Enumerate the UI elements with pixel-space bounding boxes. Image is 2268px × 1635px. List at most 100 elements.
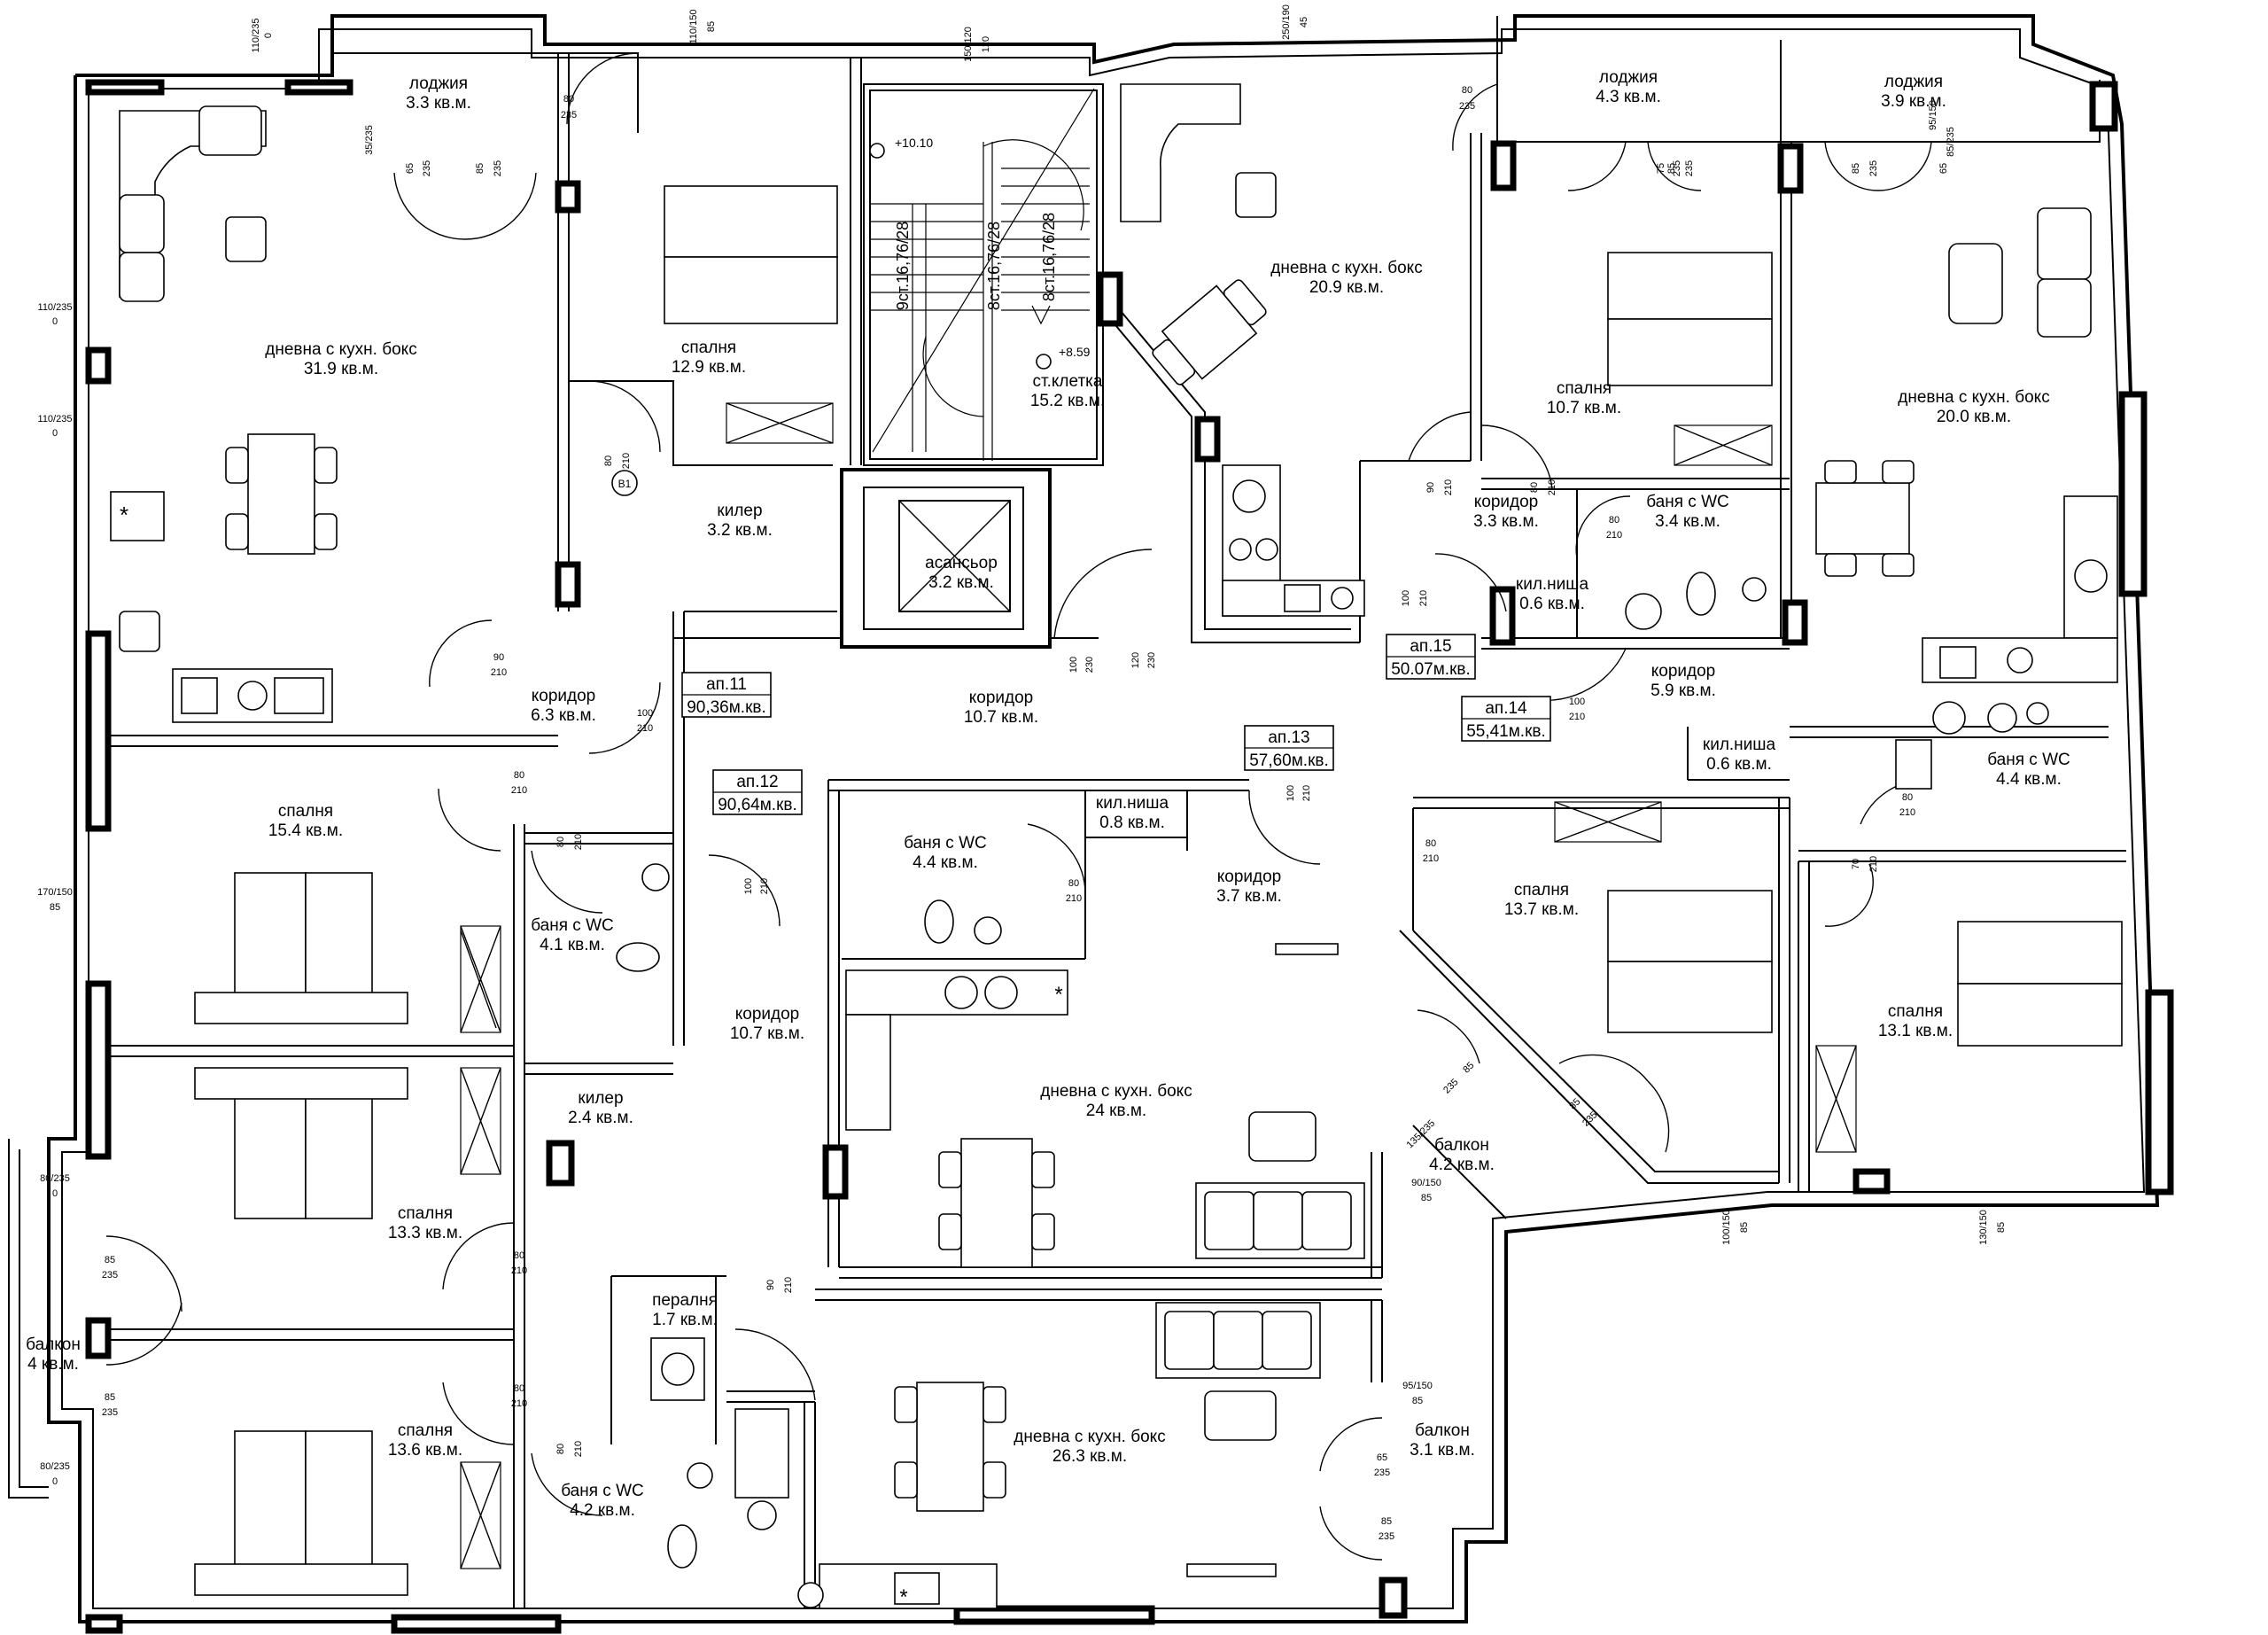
room-area: 10.7 кв.м. xyxy=(730,1024,804,1043)
room-area: 3.7 кв.м. xyxy=(1216,887,1282,906)
dimension-text: 65 xyxy=(405,163,416,174)
dimension-text: 80 xyxy=(1609,515,1619,526)
dimension-text: 210 xyxy=(759,878,770,894)
dimension-text: 80 xyxy=(514,1250,524,1261)
dimension-text: 110/235 xyxy=(38,414,73,424)
room-area: 3.9 кв.м. xyxy=(1881,92,1946,111)
room-name: спалня xyxy=(1557,379,1612,398)
room-name: коридор xyxy=(969,689,1034,707)
room-label: баня с WC4.1 кв.м. xyxy=(531,916,614,954)
dimension-text: 210 xyxy=(1569,712,1585,722)
dimension-text: 235 xyxy=(1379,1531,1394,1542)
room-name: балкон xyxy=(26,1335,81,1354)
room-area: 31.9 кв.м. xyxy=(304,360,378,378)
furniture: * xyxy=(110,83,2123,1609)
room-name: дневна с кухн. бокс xyxy=(265,340,416,359)
room-area: 15.4 кв.м. xyxy=(268,821,343,840)
room-name: ст.клетка xyxy=(1033,372,1103,391)
room-area: 4.2 кв.м. xyxy=(570,1501,635,1520)
level-mark: +10.10 xyxy=(895,136,933,150)
room-area: 13.6 кв.м. xyxy=(388,1441,462,1460)
dimension-text: 80 xyxy=(1068,878,1079,889)
dimension-text: 80 xyxy=(555,837,566,847)
room-area: 3.1 кв.м. xyxy=(1410,1441,1475,1460)
dimension-text: 90 xyxy=(493,652,504,663)
room-area: 15.2 кв.м. xyxy=(1030,392,1105,410)
dimension-text: 235 xyxy=(1459,101,1475,112)
room-name: коридор xyxy=(1651,662,1716,681)
room-name: килер xyxy=(578,1089,623,1108)
dimension-text: 230 xyxy=(1084,657,1095,673)
dimension-text: 85 xyxy=(1666,163,1677,174)
room-area: 3.3 кв.м. xyxy=(406,94,471,113)
apartment-labels: ап.1190,36м.кв.ап.1290,64м.кв.ап.1357,60… xyxy=(681,634,1551,815)
room-area: 3.3 кв.м. xyxy=(1473,512,1539,531)
dimension-text: 85 xyxy=(475,163,485,174)
apartment-area: 55,41м.кв. xyxy=(1466,722,1546,741)
dimension-text: 100 xyxy=(1569,697,1585,707)
dimension-text: 110/150 xyxy=(688,10,699,44)
dimension-text: 235 xyxy=(422,160,432,176)
dimension-text: 235 xyxy=(102,1270,118,1281)
dimension-text: 75 xyxy=(1656,163,1666,174)
dimension-text: 210 xyxy=(637,723,653,734)
room-name: лоджия xyxy=(1599,68,1658,87)
dimension-text: 210 xyxy=(1418,590,1429,606)
dimension-text: 235 xyxy=(1868,160,1879,176)
dimension-text: 100 xyxy=(743,878,754,894)
stair-steps xyxy=(870,88,1095,461)
dimension-text: 100/150 xyxy=(1721,1210,1732,1245)
apartment-name: ап.13 xyxy=(1268,728,1309,747)
dimension-text: 120 xyxy=(981,36,991,52)
dimension-text: 235 xyxy=(1672,160,1682,176)
room-area: 2.4 кв.м. xyxy=(568,1109,633,1127)
dimension-text: 210 xyxy=(511,1398,527,1409)
stair-label: 8ст.16,76/28 xyxy=(1040,213,1058,301)
room-name: лоджия xyxy=(1884,73,1943,91)
dimension-text: 0 xyxy=(263,33,274,38)
dimension-text: 210 xyxy=(1301,785,1312,801)
stair-label: 9ст.16,76/28 xyxy=(894,222,912,310)
apartment-area: 90,64м.кв. xyxy=(718,796,797,814)
room-area: 4 кв.м. xyxy=(27,1355,79,1374)
dimension-text: 235 xyxy=(493,160,503,176)
dimension-text: 210 xyxy=(1899,807,1915,818)
room-name: коридор xyxy=(735,1005,800,1024)
room-area: 4.4 кв.м. xyxy=(1996,770,2062,789)
dimension-text: 85/235 xyxy=(1946,127,1956,157)
dimension-text: 230 xyxy=(1146,652,1157,668)
dimension-text: 210 xyxy=(491,667,507,678)
dimension-text: 80 xyxy=(514,1383,524,1394)
room-area: 24 кв.м. xyxy=(1086,1102,1146,1120)
dimension-text: 85 xyxy=(1739,1222,1750,1233)
dimension-text: 85 xyxy=(1996,1222,2007,1233)
room-name: балкон xyxy=(1415,1421,1470,1440)
dimension-text: 150/120 xyxy=(963,27,974,62)
dimension-text: 90 xyxy=(765,1280,776,1290)
room-name: баня с WC xyxy=(1646,493,1729,511)
room-area: 3.2 кв.м. xyxy=(928,573,994,592)
dimension-text: 95/150 xyxy=(1928,100,1938,130)
room-area: 13.3 кв.м. xyxy=(388,1224,462,1242)
room-name: спалня xyxy=(278,802,333,821)
dimension-text: 210 xyxy=(1443,479,1454,495)
room-name: асансьор xyxy=(925,554,998,572)
dimension-text: 65 xyxy=(1377,1452,1387,1463)
dimension-text: 100 xyxy=(637,708,653,719)
